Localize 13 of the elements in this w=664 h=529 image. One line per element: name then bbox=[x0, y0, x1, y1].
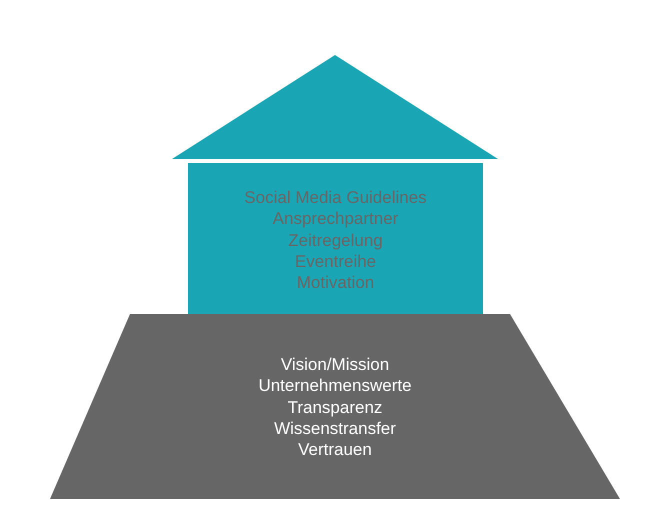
node-text: Zeitregelung bbox=[287, 230, 384, 251]
node-text: Motivation bbox=[296, 272, 376, 294]
node-text: Eventreihe bbox=[294, 250, 378, 272]
node-text: Wissenstransfer bbox=[273, 418, 397, 440]
node-text: Vertrauen bbox=[297, 439, 373, 460]
node-text: Social Media Guidelines bbox=[243, 187, 428, 208]
node-text: Ansprechpartner bbox=[272, 208, 400, 230]
roof-triangle bbox=[172, 55, 498, 159]
house-body bbox=[188, 163, 483, 314]
node-text: Unternehmenswerte bbox=[257, 375, 413, 397]
node-text: Transparenz bbox=[286, 396, 384, 418]
node-text: Vision/Mission bbox=[280, 354, 390, 376]
foundation-trapezoid bbox=[50, 314, 620, 499]
